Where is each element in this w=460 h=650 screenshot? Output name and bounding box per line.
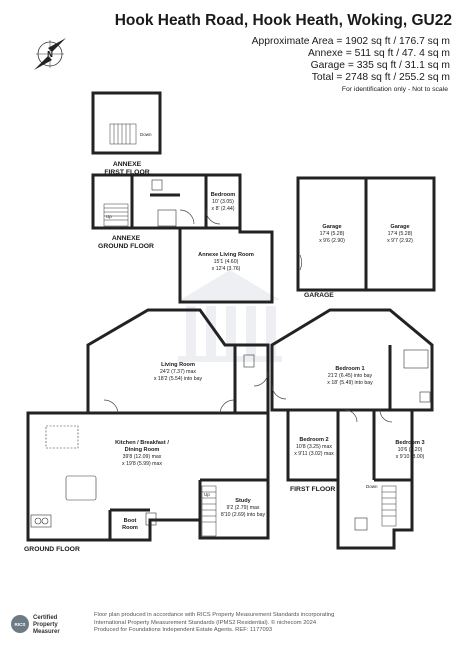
study-dim-1: 9'2 (2.79) max — [227, 505, 260, 511]
kitchen-counter — [30, 514, 52, 528]
garage-2-walls — [364, 176, 436, 292]
annexe-ground-floor-walls — [91, 173, 274, 304]
ensuite-wc — [419, 391, 431, 403]
bedroom-1-dim-2: x 18' (5.49) into bay — [327, 380, 373, 386]
ground-floor-label: GROUND FLOOR — [24, 546, 80, 553]
bedroom-3-dim-2: x 9'10 (3.00) — [396, 454, 425, 460]
property-title: Hook Heath Road, Hook Heath, Woking, GU2… — [114, 12, 452, 29]
bedroom-2-label: Bedroom 2 — [299, 437, 328, 443]
footer-line-3: Produced for Foundations Independent Est… — [94, 627, 273, 634]
first-floor-label: FIRST FLOOR — [290, 486, 335, 493]
study-dim-2: 8'10 (2.69) into bay — [221, 512, 266, 518]
garage-2-dim-1: 17'4 (5.28) — [388, 231, 413, 237]
cloakroom-wc — [243, 354, 255, 368]
compass-icon: N — [34, 38, 66, 70]
annexe-area: Annexe = 511 sq ft / 47. 4 sq m — [307, 48, 450, 59]
garage-1-dim-2: x 9'6 (2.90) — [319, 238, 345, 244]
badge-line-1: Certified — [33, 615, 58, 621]
garage-floor-label: GARAGE — [304, 292, 334, 299]
kitchen-label-2: Dining Room — [125, 447, 160, 453]
bedroom-2-dim-2: x 9'11 (3.02) max — [294, 451, 334, 457]
first-down-marker: Down — [366, 484, 378, 489]
annexe-toilet — [151, 179, 163, 191]
living-room-dim-1: 24'2 (7.37) max — [160, 369, 196, 375]
compass-north-label: N — [47, 50, 53, 59]
rics-logo-text: RICS — [15, 622, 26, 627]
annexe-living-label: Annexe Living Room — [198, 252, 254, 258]
badge-line-2: Property — [33, 622, 58, 628]
study-label: Study — [235, 498, 251, 504]
annexe-living-dim-1: 15'1 (4.60) — [214, 259, 239, 265]
bedroom-2-dim-1: 10'8 (3.25) max — [296, 444, 332, 450]
kitchen-skylight — [45, 425, 79, 449]
garage-1-dim-1: 17'4 (5.28) — [320, 231, 345, 237]
annexe-bedroom-dim-1: 10' (3.05) — [212, 199, 234, 205]
bedroom-3-dim-1: 10'6 (3.20) — [398, 447, 423, 453]
ensuite-shower — [403, 349, 429, 369]
main-stairs — [201, 485, 217, 537]
identification-note: For identification only - Not to scale — [341, 86, 448, 93]
annexe-up-marker: Up — [106, 214, 112, 219]
footer-line-1: Floor plan produced in accordance with R… — [94, 612, 335, 618]
bedroom-3-label: Bedroom 3 — [395, 440, 424, 446]
svg-text:ANNEXE: ANNEXE — [112, 235, 141, 242]
kitchen-dim-2: x 19'8 (5.99) max — [122, 461, 162, 467]
svg-text:GROUND FLOOR: GROUND FLOOR — [98, 243, 154, 250]
annexe-shower — [157, 209, 177, 227]
bathroom-basin — [354, 517, 368, 531]
annexe-first-floor-label-1: ANNEXE — [113, 161, 142, 168]
garage-2-label: Garage — [390, 224, 409, 230]
garage-1-label: Garage — [322, 224, 341, 230]
kitchen-label-1: Kitchen / Breakfast / — [115, 440, 169, 446]
annexe-first-floor-label-2: FIRST FLOOR — [104, 169, 149, 176]
rics-certified-badge: RICS Certified Property Measurer — [11, 615, 60, 635]
annexe-first-floor-walls — [91, 91, 162, 155]
annexe-bedroom-dim-2: x 8' (2.44) — [212, 206, 235, 212]
kitchen-dim-1: 39'8 (12.09) max — [123, 454, 162, 460]
bedroom-1-dim-1: 21'2 (6.45) into bay — [328, 373, 373, 379]
garage-2-dim-2: x 9'7 (2.92) — [387, 238, 413, 244]
total-area: Total = 2748 sq ft / 255.2 sq m — [311, 72, 450, 83]
badge-line-3: Measurer — [33, 629, 60, 635]
living-room-dim-2: x 18'2 (5.54) into bay — [154, 376, 203, 382]
annexe-down-marker: Down — [140, 132, 152, 137]
annexe-bedroom-label: Bedroom — [211, 192, 236, 198]
kitchen-island — [65, 475, 97, 501]
footer-line-2: International Property Measurement Stand… — [94, 619, 317, 626]
annexe-stairs — [109, 123, 137, 145]
footer-disclaimer: Floor plan produced in accordance with R… — [94, 612, 334, 635]
first-floor-walls — [270, 308, 434, 550]
garage-area: Garage = 335 sq ft / 31.1 sq m — [310, 60, 450, 71]
approx-area: Approximate Area = 1902 sq ft / 176.7 sq… — [251, 36, 450, 47]
watermark-logo — [178, 270, 282, 362]
annexe-living-dim-2: x 12'4 (3.76) — [212, 266, 241, 272]
boot-room-label-1: Boot — [124, 518, 137, 524]
boot-room-fixture — [145, 512, 157, 526]
boot-room-label-2: Room — [122, 525, 138, 531]
living-room-label: Living Room — [161, 362, 195, 368]
bedroom-1-label: Bedroom 1 — [335, 366, 364, 372]
ground-up-marker: Up — [204, 492, 210, 497]
